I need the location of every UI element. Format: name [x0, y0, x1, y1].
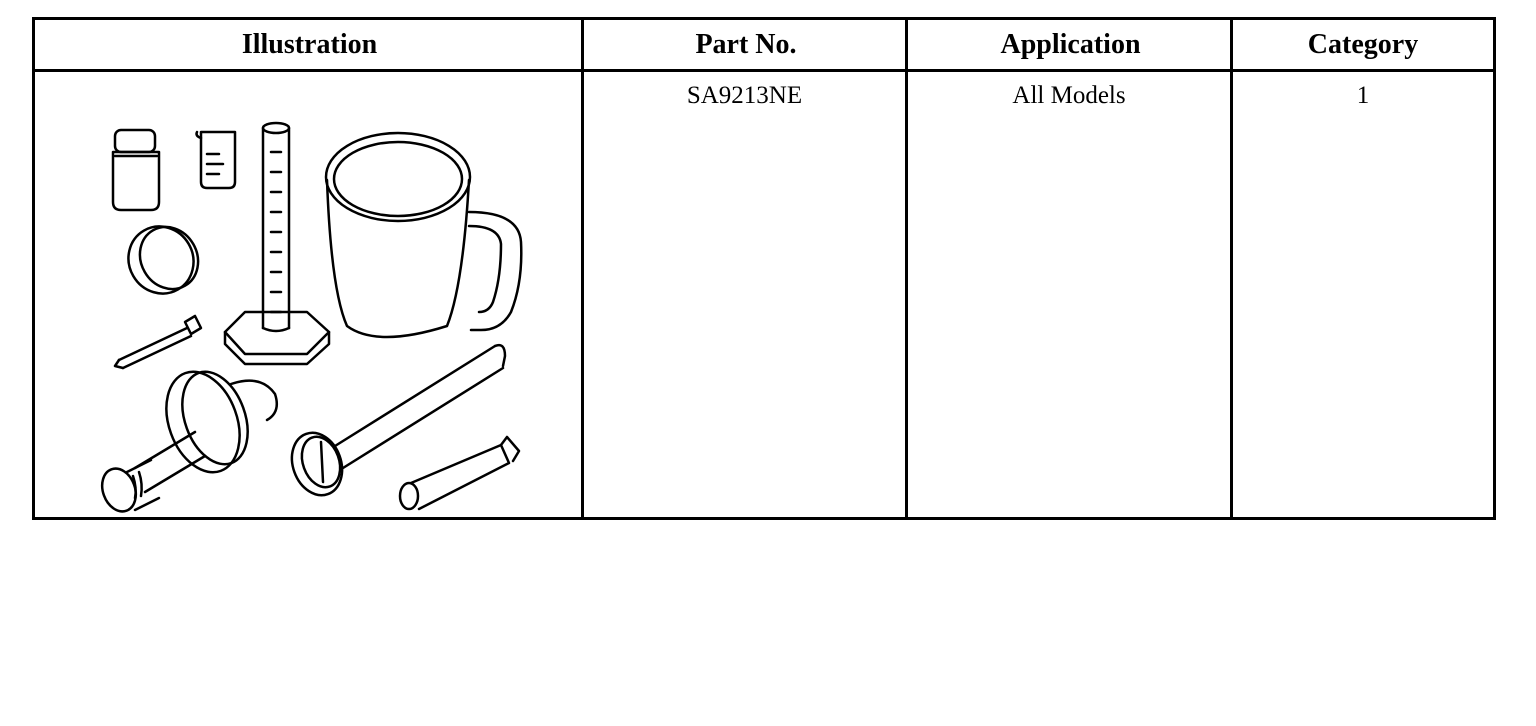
cell-category: 1 — [1233, 72, 1493, 517]
grease-tube-icon — [398, 435, 521, 511]
part-number: SA9213NE — [686, 82, 803, 109]
bottle-icon — [111, 128, 161, 212]
cell-part-no: SA9213NE — [584, 72, 905, 517]
application-value: All Models — [1012, 82, 1126, 109]
graduated-cylinder-icon — [223, 121, 331, 366]
cell-application: All Models — [908, 72, 1230, 517]
category-value: 1 — [1356, 82, 1370, 109]
beaker-icon — [195, 130, 237, 190]
thermometer-icon — [290, 343, 507, 497]
header-application: Application — [908, 20, 1233, 72]
header-category: Category — [1233, 20, 1493, 72]
column-divider — [1230, 20, 1233, 517]
header-part-no: Part No. — [584, 20, 908, 72]
column-divider — [581, 20, 584, 517]
tool-kit-illustration-icon — [100, 121, 523, 513]
disc-icon — [127, 225, 200, 295]
pin-icon — [113, 314, 203, 370]
header-illustration: Illustration — [35, 20, 584, 72]
special-tool-table: Illustration Part No. Application Catego… — [32, 17, 1496, 520]
column-divider — [905, 20, 908, 517]
adapter-icon — [100, 370, 278, 513]
measuring-cup-icon — [324, 131, 523, 339]
